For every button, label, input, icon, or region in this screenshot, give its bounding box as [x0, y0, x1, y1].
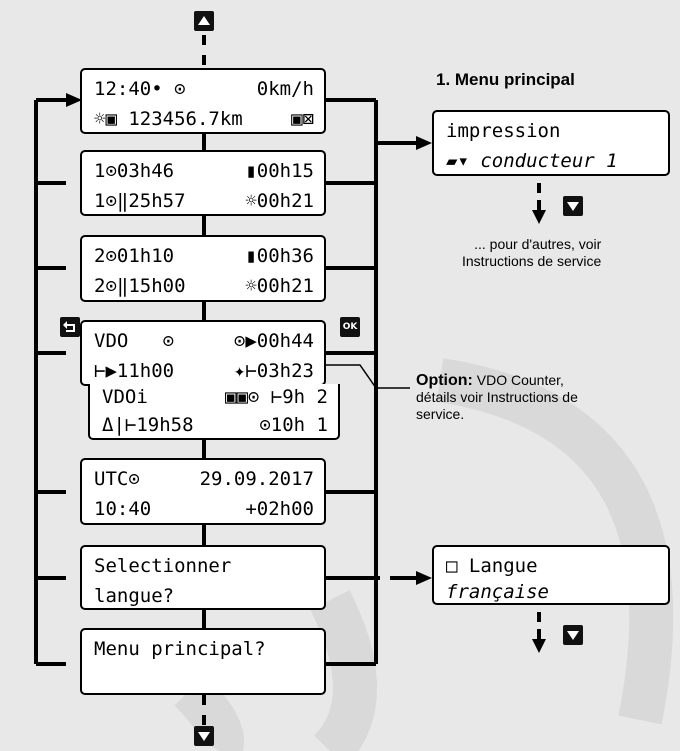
next-driving-time-value: ⊢▶11h00 — [94, 360, 175, 382]
option-label: Option: — [416, 372, 473, 389]
odometer-value: 123456.7km — [128, 108, 243, 130]
section-title: 1. Menu principal — [436, 70, 575, 89]
break-time-value: ▮00h36 — [245, 245, 314, 267]
double-week-time-value: 1⊙‖25h57 — [94, 190, 186, 212]
utc-offset-value: +02h00 — [245, 498, 314, 520]
checkbox-icon: □ — [446, 555, 458, 577]
lcd-screen-main-menu[interactable]: Menu principal? — [80, 628, 326, 695]
option-line2: détails voir Instructions de — [416, 389, 578, 405]
select-language-line2: langue? — [94, 585, 175, 607]
language-label: Langue — [468, 555, 538, 577]
time-value: 12:40 — [94, 78, 152, 100]
reduced-rest-value: ⊙10h 1 — [259, 414, 328, 436]
print-label: impression — [446, 120, 561, 142]
rest-time-value: ✦⊢03h23 — [233, 360, 314, 382]
watermark-arc — [174, 358, 674, 751]
lcd-screen-print: impression ▰▾ conducteur 1 — [432, 110, 670, 176]
work-symbol-icon: ⊙ — [162, 330, 175, 352]
date-value: 29.09.2017 — [199, 468, 314, 490]
up-arrow-key-icon[interactable] — [194, 11, 214, 31]
lcd-screen-vdo-details: VDOi ▣▣⊙ ⊢9h 2 Δ|⊢19h58 ⊙10h 1 — [88, 384, 340, 440]
more-info-line1: ... pour d'autres, voir — [474, 236, 602, 252]
driver-label: conducteur 1 — [480, 150, 618, 172]
break-time-value: ▮00h15 — [245, 160, 314, 182]
lcd-screen-standard: 12:40• ⊙ 0km/h ☼▣ 123456.7km ▣⊠ — [80, 68, 326, 134]
lcd-screen-vdo-counter: VDO ⊙ ⊙▶00h44 ⊢▶11h00 ✦⊢03h23 — [80, 320, 326, 386]
lcd-screen-language: □ Langue française — [432, 545, 670, 605]
down-arrow-key-icon[interactable] — [194, 726, 214, 746]
ok-key-icon[interactable]: OK — [340, 317, 360, 337]
more-info-note: ... pour d'autres, voir Instructions de … — [462, 236, 601, 270]
card-slot-icon: ▣⊠ — [291, 108, 314, 130]
more-info-line2: Instructions de service — [462, 253, 602, 269]
activity-time-value: ☼00h21 — [245, 275, 314, 297]
select-language-line1: Selectionner — [94, 555, 232, 577]
dot-icon: • — [151, 78, 163, 100]
option-note: Option: VDO Counter, détails voir Instru… — [416, 372, 666, 423]
vdo-label: VDO — [94, 330, 129, 352]
lcd-screen-driver2-times: 2⊙01h10 ▮00h36 2⊙‖15h00 ☼00h21 — [80, 235, 326, 302]
vdoi-label: VDOi — [102, 386, 148, 408]
main-menu-prompt: Menu principal? — [94, 638, 266, 660]
driver-card-icon: ▰▾ — [446, 150, 469, 172]
lcd-screen-utc: UTC⊙ 29.09.2017 10:40 +02h00 — [80, 458, 326, 525]
screen-row: ☼▣ 123456.7km ▣⊠ — [94, 106, 314, 132]
language-value: française — [446, 581, 549, 603]
utc-label: UTC⊙ — [94, 468, 140, 490]
double-week-time-value: 2⊙‖15h00 — [94, 275, 186, 297]
down-arrow-key-icon[interactable] — [563, 625, 583, 645]
screen-row: 12:40• ⊙ 0km/h — [94, 76, 314, 102]
lcd-screen-select-language[interactable]: Selectionner langue? — [80, 545, 326, 610]
weekly-driving-value: Δ|⊢19h58 — [102, 414, 194, 436]
speed-value: 0km/h — [256, 78, 314, 100]
driving-time-value: 2⊙01h10 — [94, 245, 175, 267]
activity-time-value: ☼00h21 — [245, 190, 314, 212]
driving-time-value: 1⊙03h46 — [94, 160, 175, 182]
card-icon: ☼▣ — [94, 108, 117, 130]
remaining-time-value: ⊙▶00h44 — [233, 330, 314, 352]
work-symbol-icon: ⊙ — [174, 78, 186, 100]
option-line1: VDO Counter, — [472, 372, 564, 388]
option-line3: service. — [416, 406, 465, 422]
lcd-screen-driver1-times: 1⊙03h46 ▮00h15 1⊙‖25h57 ☼00h21 — [80, 150, 326, 216]
back-key-icon[interactable] — [60, 317, 80, 337]
vdo-detail-value: ▣▣⊙ ⊢9h 2 — [225, 386, 328, 408]
utc-time-value: 10:40 — [94, 498, 152, 520]
down-arrow-key-icon[interactable] — [563, 196, 583, 216]
